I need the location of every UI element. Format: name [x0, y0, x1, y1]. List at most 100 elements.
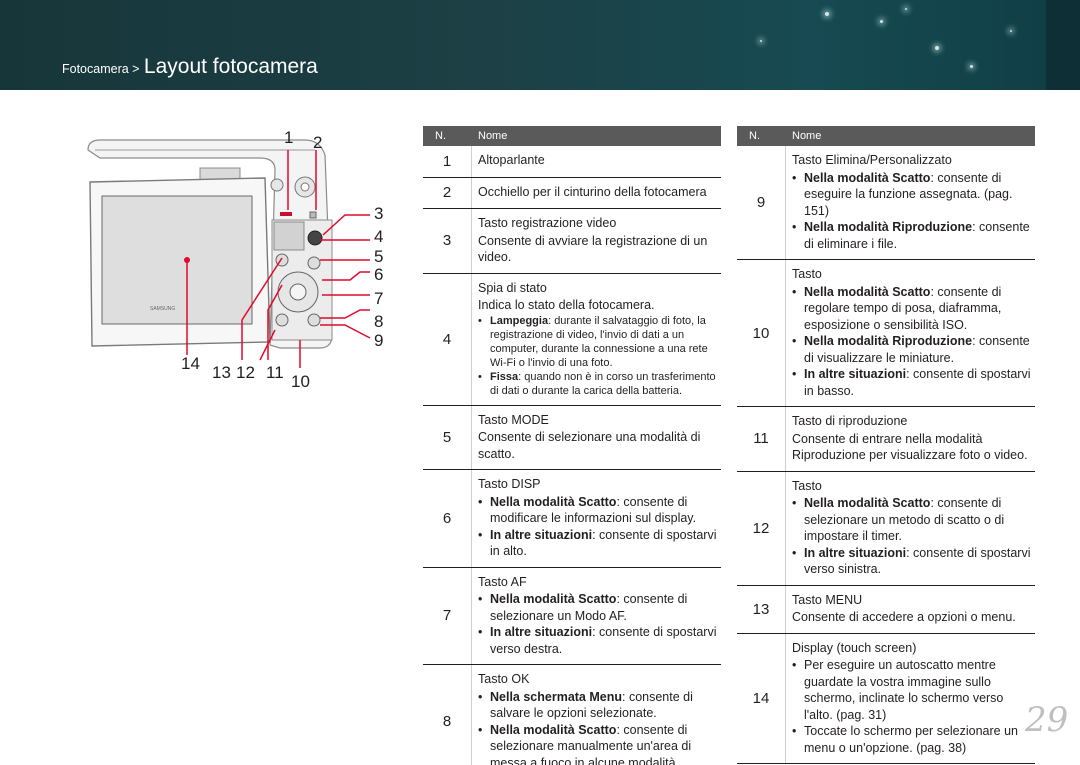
- bullet-text: Nella modalità Scatto: consente di selez…: [490, 722, 721, 765]
- row-description: Tasto MENU Consente di accedere a opzioni…: [785, 585, 1035, 633]
- bullet-bold: Nella modalità Scatto: [804, 496, 931, 510]
- bullet-item: •Nella modalità Scatto: consente di sele…: [478, 591, 721, 624]
- bullet-bold: Fissa: [490, 370, 519, 383]
- breadcrumb: Fotocamera > Layout fotocamera: [62, 55, 318, 79]
- bullet-icon: •: [478, 689, 483, 704]
- bullet-bold: Nella modalità Scatto: [804, 284, 931, 299]
- row-title: Tasto Elimina/Personalizzato: [792, 153, 952, 167]
- bullet-icon: •: [792, 658, 797, 672]
- bullet-text: In altre situazioni: consente di spostar…: [490, 527, 721, 560]
- bullet-icon: •: [478, 722, 483, 737]
- callout-5: 5: [374, 247, 384, 266]
- row-title: Tasto DISP: [478, 477, 541, 491]
- bullet-body: : consente di modificare le informazioni…: [490, 494, 697, 526]
- page-title: Layout fotocamera: [143, 55, 318, 78]
- bullet-bold: Nella modalità Scatto: [804, 170, 931, 185]
- bullet-icon: •: [478, 527, 483, 542]
- row-description: Occhiello per il cinturino della fotocam…: [471, 177, 721, 208]
- bullet-text: Nella modalità Riproduzione: consente di…: [804, 333, 1035, 366]
- bullet-item: •Nella schermata Menu: consente di salva…: [478, 689, 721, 722]
- bullet-body: Toccate lo schermo per selezionare un me…: [804, 724, 1019, 755]
- bullet-bold: In altre situazioni: [490, 625, 593, 639]
- callout-14: 14: [181, 354, 200, 373]
- row-title: Tasto registrazione video: [478, 216, 617, 230]
- bullet-body: : consente di regolare tempo di posa, di…: [804, 284, 1002, 332]
- header-edge-tab: [1046, 0, 1080, 90]
- bullet-icon: •: [478, 625, 483, 639]
- bullet-icon: •: [792, 334, 797, 348]
- bullet-item: • In altre situazioni: consente di sposta…: [478, 527, 721, 560]
- bullet-item: • Nella modalità Scatto: consente di rego…: [792, 284, 1035, 334]
- row-text: Consente di accedere a opzioni o menu.: [792, 610, 1016, 624]
- callout-9: 9: [374, 331, 384, 350]
- bullet-text: In altre situazioni: consente di spostar…: [490, 624, 721, 657]
- bullet-body: : consente di spostarvi in alto.: [490, 527, 717, 559]
- bullet-bold: In altre situazioni: [490, 527, 593, 542]
- row-number: 4: [442, 330, 452, 348]
- bullet-text: Per eseguire un autoscatto mentre guarda…: [804, 657, 1035, 723]
- bullet-bold: Nella modalità Scatto: [490, 494, 617, 509]
- callout-1: 1: [284, 128, 294, 147]
- bullet-item: • Nella modalità Riproduzione: consente d…: [792, 219, 1035, 252]
- callout-12: 12: [236, 363, 255, 382]
- bullet-body: : consente di eliminare i file.: [804, 220, 1030, 251]
- row-number: 1: [442, 152, 452, 170]
- camera-brand: SAMSUNG: [150, 306, 175, 312]
- bullet-icon: •: [478, 314, 482, 327]
- bullet-text: Lampeggia: durante il salvataggio di fot…: [490, 314, 721, 370]
- row-title: Tasto AF: [478, 574, 527, 589]
- bullet-body: Per eseguire un autoscatto mentre guarda…: [804, 658, 1004, 722]
- row-description: Tasto•Nella modalità Scatto: consente di…: [785, 260, 1035, 406]
- row-number: 3: [442, 232, 452, 250]
- bullet-bold: Nella modalità Scatto: [490, 722, 617, 737]
- table-header: N. Nome: [737, 126, 1035, 146]
- bullet-bold: Nella schermata Menu: [490, 689, 622, 704]
- row-number: 10: [752, 324, 770, 342]
- bullet-body: : durante il salvataggio di foto, la reg…: [490, 314, 708, 369]
- row-title: Display (touch screen): [792, 640, 917, 655]
- bullet-icon: •: [792, 284, 797, 299]
- bullet-body: : consente di visualizzare le miniature.: [804, 334, 1030, 365]
- header-banner: Fotocamera > Layout fotocamera: [0, 0, 1080, 90]
- row-number: 6: [442, 509, 452, 527]
- bullet-body: : consente di spostarvi verso destra.: [490, 625, 717, 656]
- bullet-icon: •: [792, 220, 797, 234]
- bullet-text: Nella modalità Scatto: consente di regol…: [804, 284, 1035, 334]
- table-row: 7 Tasto AF •Nella modalità Scatto: consent…: [423, 567, 721, 665]
- row-number: 5: [442, 428, 452, 446]
- row-description: Altoparlante: [471, 146, 721, 177]
- bullet-text: Nella modalità Riproduzione: consente di…: [804, 219, 1035, 252]
- bullet-item: •Toccate lo schermo per selezionare un m…: [792, 723, 1035, 756]
- bullet-item: • In altre situazioni: consente di sposta…: [478, 624, 721, 657]
- row-number: 2: [442, 184, 452, 202]
- row-number: 12: [752, 519, 770, 537]
- bullet-body: : consente di selezionare manualmente un…: [490, 722, 692, 765]
- bullet-bold: Lampeggia: [490, 314, 549, 327]
- bullet-text: In altre situazioni: consente di spostar…: [804, 366, 1035, 399]
- row-title: Tasto di riproduzione: [792, 414, 908, 428]
- camera-illustration: SAMSUNG: [87, 139, 371, 368]
- bullet-icon: •: [792, 170, 797, 185]
- table-row: 1 Altoparlante: [423, 146, 721, 178]
- bullet-body: : consente di spostarvi in basso.: [804, 367, 1031, 398]
- row-title: Tasto MENU: [792, 592, 863, 607]
- row-number: 7: [442, 607, 452, 625]
- bullet-text: In altre situazioni: consente di spostar…: [804, 545, 1035, 578]
- bullet-text: Fissa: quando non è in corso un trasferi…: [490, 370, 721, 398]
- row-text: Consente di avviare la registrazione di …: [478, 233, 708, 265]
- callout-6: 6: [374, 265, 384, 284]
- bullet-body: : quando non è in corso un trasferimento…: [490, 370, 716, 397]
- bullet-text: Nella modalità Scatto: consente di modif…: [490, 494, 721, 527]
- row-title: Tasto: [792, 267, 822, 281]
- header-name: Nome: [478, 130, 508, 142]
- callout-13: 13: [212, 363, 231, 382]
